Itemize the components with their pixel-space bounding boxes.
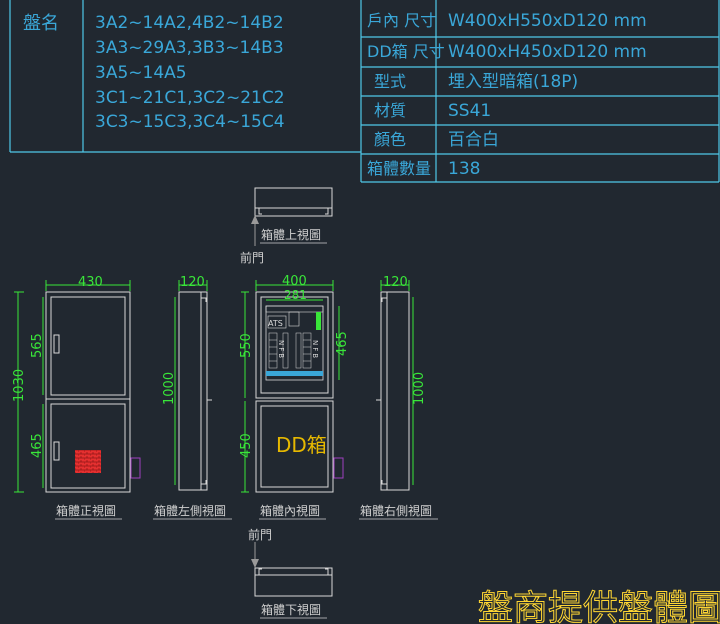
spec-label-color: 顏色	[374, 130, 406, 149]
nfb-label-right: NFB	[311, 340, 319, 360]
dim-front-upper: 565	[30, 333, 45, 358]
dim-left-depth: 120	[180, 275, 205, 290]
bottom-view-title: 箱體下視圖	[261, 602, 321, 617]
dd-box-label: DD箱	[276, 433, 327, 457]
right-dimensions	[380, 280, 414, 485]
front-nameplate	[130, 457, 141, 479]
right-view-title: 箱體右側視圖	[360, 503, 432, 518]
dim-inner-panel-width: 281	[284, 288, 307, 302]
front-view	[45, 291, 131, 493]
dim-inner-upper: 550	[239, 333, 254, 358]
top-view-title: 箱體上視圖	[261, 227, 321, 242]
dim-inner-panel: 465	[335, 331, 350, 356]
front-door-arrow-bottom	[251, 542, 259, 568]
panel-name-1: 3A2~14A2,4B2~14B2	[95, 13, 284, 33]
inner-view-title: 箱體內視圖	[260, 503, 320, 518]
spec-value-dd-size: W400xH450xD120 mm	[448, 42, 647, 62]
spec-label-dd-size: DD箱 尺寸	[367, 42, 445, 61]
bottom-view	[254, 567, 333, 597]
spec-value-material: SS41	[448, 101, 491, 121]
inner-nameplate	[333, 457, 344, 479]
front-dimensions	[14, 280, 131, 493]
spec-table: 盤名 3A2~14A2,4B2~14B2 3A3~29A3,3B3~14B3 3…	[9, 0, 720, 183]
front-view-title: 箱體正視圖	[56, 503, 116, 518]
dim-front-width: 430	[78, 275, 103, 290]
front-door-label-bottom: 前門	[248, 527, 272, 542]
breaker-panel: ATS NFB NFB	[265, 305, 324, 381]
dim-inner-lower: 450	[239, 433, 254, 458]
dim-right-depth: 120	[383, 275, 408, 290]
dim-left-height: 1000	[162, 372, 177, 405]
inner-view	[255, 291, 334, 493]
panel-name-2: 3A3~29A3,3B3~14B3	[95, 38, 284, 58]
spec-label-indoor-size: 戶內 尺寸	[367, 11, 436, 30]
spec-value-indoor-size: W400xH550xD120 mm	[448, 11, 647, 31]
spec-label-material: 材質	[374, 101, 406, 120]
dim-front-lower: 465	[30, 433, 45, 458]
front-door-label-top: 前門	[240, 250, 264, 265]
left-view-title: 箱體左側視圖	[154, 503, 226, 518]
supplier-watermark: 盤商提供盤體圖	[478, 589, 720, 624]
brick-pattern-icon	[75, 450, 101, 473]
front-door-arrow-top	[251, 215, 259, 246]
panel-name-5: 3C3~15C3,3C4~15C4	[95, 112, 285, 132]
panel-name-3: 3A5~14A5	[95, 63, 187, 83]
spec-label-type: 型式	[374, 72, 406, 91]
left-side-view	[178, 291, 212, 491]
dim-right-height: 1000	[412, 372, 427, 405]
dim-inner-width: 400	[282, 274, 307, 289]
left-dimensions	[174, 280, 208, 485]
dim-front-height: 1030	[12, 369, 27, 402]
panel-name-4: 3C1~21C1,3C2~21C2	[95, 88, 285, 108]
spec-value-type: 埋入型暗箱(18P)	[448, 72, 578, 92]
right-side-view	[376, 291, 410, 491]
inner-dimensions	[241, 280, 340, 493]
panel-label: 盤名	[23, 13, 59, 34]
spec-value-quantity: 138	[448, 159, 480, 179]
spec-value-color: 百合白	[448, 130, 499, 150]
spec-label-quantity: 箱體數量	[367, 159, 431, 178]
ats-label: ATS	[268, 319, 283, 328]
nfb-label-left: NFB	[277, 340, 285, 360]
top-view	[254, 187, 333, 217]
